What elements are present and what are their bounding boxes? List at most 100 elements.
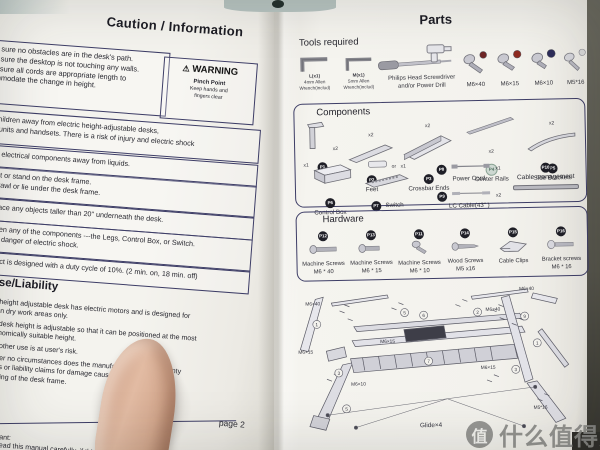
allen-wrench-l-icon [300, 57, 328, 72]
switch-or-label: or [391, 163, 397, 170]
screw-label: M6×40 [466, 81, 486, 89]
hardware-badge: P14 [459, 227, 471, 238]
svg-text:5: 5 [345, 407, 348, 412]
table-surface-bottom-right [572, 432, 600, 450]
glide-label: Glide×4 [420, 422, 443, 429]
svg-text:M6×15: M6×15 [481, 365, 496, 371]
components-box: Components x2 P1 Legs x2 P2 Feet [293, 97, 588, 216]
svg-text:3: 3 [514, 367, 517, 372]
cable-management-icon [512, 183, 580, 191]
right-page [274, 0, 587, 450]
component-qty: x2 [368, 132, 374, 139]
legs-icon [307, 121, 325, 149]
diagram-part-numbers: 1 5 6 2 9 3 7 3 5 1 [312, 307, 542, 414]
component-power-cord: P8 x1 Power Cord P9 x2 LC Cable(43" ) [433, 157, 504, 210]
lc-cable-icon [452, 191, 491, 196]
svg-text:M6×40: M6×40 [305, 301, 320, 307]
component-qty: x2 [495, 192, 502, 199]
component-badge: P8 [436, 164, 447, 175]
component-legs: x2 P1 Legs [301, 120, 344, 181]
right-page-content: Parts Tools required L(x1) 4mm Allen Wre… [287, 0, 600, 450]
control-box-icon [312, 164, 352, 184]
smzdm-logo-icon: 值 [466, 421, 493, 448]
component-center-rails: x2 P4 Center Rails [462, 114, 519, 183]
component-qty: x1 [495, 165, 501, 172]
machine-screw-icon [309, 245, 337, 254]
hardware-item: P14 Wood Screws M5 x16 [441, 221, 490, 274]
tool-label-line: Wrench(includ) [299, 85, 331, 91]
allen-wrench-l-label: L(x1) 4mm Allen Wrench(includ) [293, 73, 337, 92]
hardware-item: P11 Machine Screws M6 * 10 [395, 222, 444, 276]
hardware-item: P13 Machine Screws M6 * 15 [347, 223, 396, 276]
screw-icon [563, 48, 586, 71]
component-qty: x2 [332, 145, 339, 153]
diagram-callout-labels: M6×40 M6×40 M6×40 M6×15 M6×15 M6×15 M6×1… [298, 286, 548, 429]
svg-text:M6×10: M6×10 [351, 381, 366, 387]
component-qty: x2 [424, 123, 431, 130]
hardware-box: Hardware P12 Machine Screws M6 * 40 P13 … [295, 205, 589, 282]
right-page-title: Parts [419, 11, 453, 28]
hardware-badge: P16 [555, 225, 566, 236]
screw-icon [531, 49, 556, 70]
hardware-item: P12 Machine Screws M6 * 40 [299, 224, 348, 277]
svg-text:M5*16: M5*16 [534, 405, 548, 411]
screw-icon [463, 51, 487, 74]
svg-text:M6×15: M6×15 [380, 339, 395, 345]
component-side-brackets: x2 P5 Side Brackets [522, 111, 581, 182]
component-name: Cable management [516, 173, 575, 182]
photo-background-right [586, 0, 600, 450]
screw-label: M6×15 [500, 81, 520, 88]
svg-text:3: 3 [337, 371, 340, 376]
switch-alt-icon [367, 160, 387, 168]
svg-text:1: 1 [536, 341, 539, 346]
crossbar-ends-icon [403, 135, 452, 161]
tool-screw-m6x15: M6×15 [492, 49, 527, 88]
bracket-screw-icon [547, 239, 574, 250]
hardware-badge: P13 [365, 229, 377, 240]
tool-screw-m6x40: M6×40 [458, 50, 493, 89]
svg-text:6: 6 [422, 313, 425, 318]
power-drill-icon [426, 44, 452, 63]
svg-text:M6×15: M6×15 [298, 350, 313, 356]
hardware-name: Cable Clips [498, 258, 529, 265]
hardware-item: P15 Cable Clips [489, 220, 538, 266]
hardware-badge: P11 [413, 228, 425, 239]
svg-text:7: 7 [427, 359, 430, 364]
component-switch: or x1 P7 Switch [357, 154, 416, 212]
tool-screw-m6x10: M6×10 [526, 48, 561, 87]
watermark-text: 什么值得买 [499, 424, 600, 450]
hardware-badge: P15 [507, 226, 519, 237]
warning-box: ⚠ WARNING Pinch Point Keep hands and fin… [159, 56, 258, 126]
hardware-spec: M6 * 15 [361, 268, 382, 275]
power-cord-icon [451, 163, 490, 169]
component-badge: P6 [325, 197, 336, 208]
component-qty: x2 [548, 120, 555, 127]
warning-triangle-icon: ⚠ [182, 63, 191, 74]
component-cable-management: P10 Cable management [509, 155, 582, 191]
screwdriver-label: Philips Head Screwdriver and/or Power Dr… [375, 74, 469, 92]
hardware-item: P16 Bracket screws M6 * 16 [537, 219, 586, 272]
hardware-spec: M6 * 16 [551, 264, 572, 271]
component-feet: x2 P2 Feet [345, 123, 398, 194]
caution-box-obstacles: Make sure no obstacles are in the desk's… [0, 38, 171, 117]
hardware-spec: M6 * 40 [313, 269, 334, 276]
svg-text:1: 1 [315, 322, 318, 327]
hardware-badge: P12 [317, 230, 329, 241]
screwdriver-icon [378, 59, 452, 71]
screw-label: M5*16 [567, 79, 585, 87]
component-qty: x2 [488, 148, 494, 155]
svg-text:5: 5 [403, 310, 406, 315]
table-surface-top-left [0, 0, 70, 14]
switch-icon [364, 174, 409, 188]
machine-screw-icon [411, 240, 427, 255]
machine-screw-icon [358, 244, 380, 253]
side-brackets-icon [527, 132, 576, 152]
component-name: Power Cord [452, 174, 486, 183]
book-spine-fold [258, 0, 300, 450]
svg-text:M6×40: M6×40 [485, 307, 500, 313]
component-badge: P10 [540, 162, 551, 173]
screw-label: M6×10 [534, 80, 554, 87]
component-badge: P3 [423, 173, 434, 184]
left-page-title: Caution / Information [106, 14, 244, 40]
